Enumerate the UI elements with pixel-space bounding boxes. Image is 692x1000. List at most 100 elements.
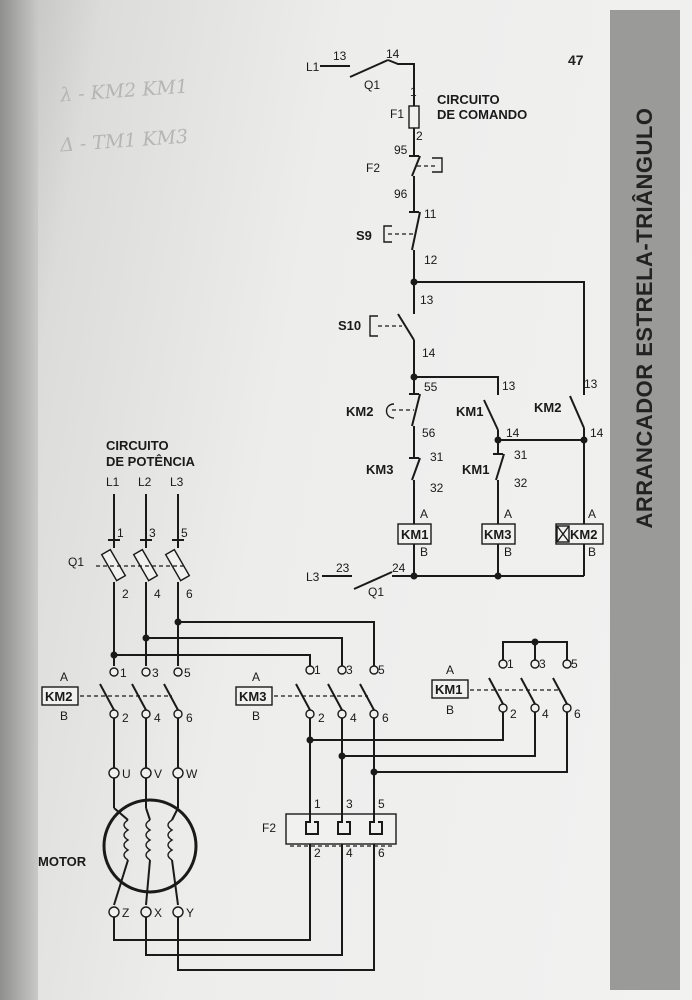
label-phase-l1: L1	[106, 475, 120, 489]
label-km1-4: 4	[542, 707, 549, 721]
label-q1-power: Q1	[68, 555, 84, 569]
label-b-km3-power: B	[252, 709, 260, 723]
label-31-c2: 31	[514, 448, 528, 462]
label-14-c2: 14	[506, 426, 520, 440]
label-b-km3: B	[504, 545, 512, 559]
label-14-q1: 14	[386, 47, 400, 61]
label-km2-4: 4	[154, 711, 161, 725]
contact-km3-nc	[411, 457, 421, 481]
label-a-km3-power: A	[252, 670, 260, 684]
label-95: 95	[394, 143, 408, 157]
label-31-c1: 31	[430, 450, 444, 464]
label-km2-power: KM2	[45, 689, 72, 704]
label-coil-km1: KM1	[401, 527, 428, 542]
label-f2-power: F2	[262, 821, 276, 835]
label-11: 11	[424, 207, 437, 221]
contact-km3-l1	[295, 683, 311, 711]
label-terminal-w: W	[186, 767, 198, 781]
label-13-q1: 13	[333, 49, 347, 63]
label-coil-km3: KM3	[484, 527, 511, 542]
label-f2-1: 1	[314, 797, 321, 811]
label-q1-control: Q1	[364, 78, 380, 92]
label-55: 55	[424, 380, 438, 394]
fuse-switch-q1-l2	[132, 548, 159, 582]
fuse-f1	[408, 105, 420, 129]
label-km1-2: 2	[510, 707, 517, 721]
motor-winding-3	[167, 819, 174, 861]
label-km1-nc: KM1	[462, 462, 489, 477]
label-f2-5: 5	[378, 797, 385, 811]
label-phase-l3: L3	[170, 475, 184, 489]
contact-km2-l2	[131, 683, 147, 711]
label-14-s10: 14	[422, 346, 436, 360]
control-circuit: CIRCUITO DE COMANDO L1 13 14 Q1 1 F1 2 9…	[306, 47, 604, 599]
label-l1-control: L1	[306, 60, 320, 74]
label-13-s10: 13	[420, 293, 434, 307]
label-b-km2: B	[588, 545, 596, 559]
page-number: 47	[568, 52, 584, 68]
label-km1-no: KM1	[456, 404, 483, 419]
label-96: 96	[394, 187, 408, 201]
label-terminal-u: U	[122, 767, 131, 781]
fuse-switch-q1-l1	[100, 548, 127, 582]
label-phase-l2: L2	[138, 475, 152, 489]
label-f1: F1	[390, 107, 404, 121]
label-km3-power: KM3	[239, 689, 266, 704]
control-title-line1: CIRCUITO	[437, 92, 500, 107]
fuse-switch-q1-l3	[164, 548, 191, 582]
contact-km2-no	[569, 395, 585, 429]
contact-km3-l3	[359, 683, 375, 711]
contact-km1-l1	[488, 677, 504, 705]
contact-km2-nc	[411, 393, 421, 427]
motor-symbol	[102, 798, 198, 894]
contact-km1-nc	[495, 453, 505, 481]
label-km1-5: 5	[571, 657, 578, 671]
label-km2-1: 1	[120, 666, 127, 680]
label-a-km3: A	[504, 507, 512, 521]
label-f2-6: 6	[378, 846, 385, 860]
label-12: 12	[424, 253, 438, 267]
switch-q1-bottom	[353, 571, 393, 590]
power-title-line2: DE POTÊNCIA	[106, 454, 195, 469]
label-km3-2: 2	[318, 711, 325, 725]
label-km3-4: 4	[350, 711, 357, 725]
label-s9: S9	[356, 228, 372, 243]
label-f2-4: 4	[346, 846, 353, 860]
contact-f2-nc	[411, 155, 421, 177]
label-km3-nc: KM3	[366, 462, 393, 477]
label-56: 56	[422, 426, 436, 440]
label-s10: S10	[338, 318, 361, 333]
label-14-c3: 14	[590, 426, 604, 440]
label-km2-2: 2	[122, 711, 129, 725]
label-km1-3: 3	[539, 657, 546, 671]
label-km2-6: 6	[186, 711, 193, 725]
label-q1-in-5: 5	[181, 526, 188, 540]
label-km3-3: 3	[346, 663, 353, 677]
label-f2-3: 3	[346, 797, 353, 811]
contact-s9	[411, 211, 421, 251]
coil-km2-power	[41, 686, 79, 706]
label-q1-in-1: 1	[117, 526, 124, 540]
label-terminal-x: X	[154, 906, 162, 920]
contact-km1-l3	[552, 677, 568, 705]
label-a-km1-power: A	[446, 663, 454, 677]
contact-km1-l2	[520, 677, 536, 705]
wire-to-km2-branch	[414, 281, 585, 395]
control-title-line2: DE COMANDO	[437, 107, 527, 122]
label-coil-km2: KM2	[570, 527, 597, 542]
label-km1-power: KM1	[435, 682, 462, 697]
label-b-km2-power: B	[60, 709, 68, 723]
label-km3-5: 5	[378, 663, 385, 677]
label-km2-5: 5	[184, 666, 191, 680]
switch-q1-blade	[349, 59, 389, 78]
label-a-km2: A	[588, 507, 596, 521]
label-terminal-v: V	[154, 767, 162, 781]
label-l3-control: L3	[306, 570, 320, 584]
motor-winding-2	[145, 819, 152, 861]
label-b-km1: B	[420, 545, 428, 559]
label-a-km2-power: A	[60, 670, 68, 684]
label-f2-2: 2	[314, 846, 321, 860]
label-b-km1-power: B	[446, 703, 454, 717]
